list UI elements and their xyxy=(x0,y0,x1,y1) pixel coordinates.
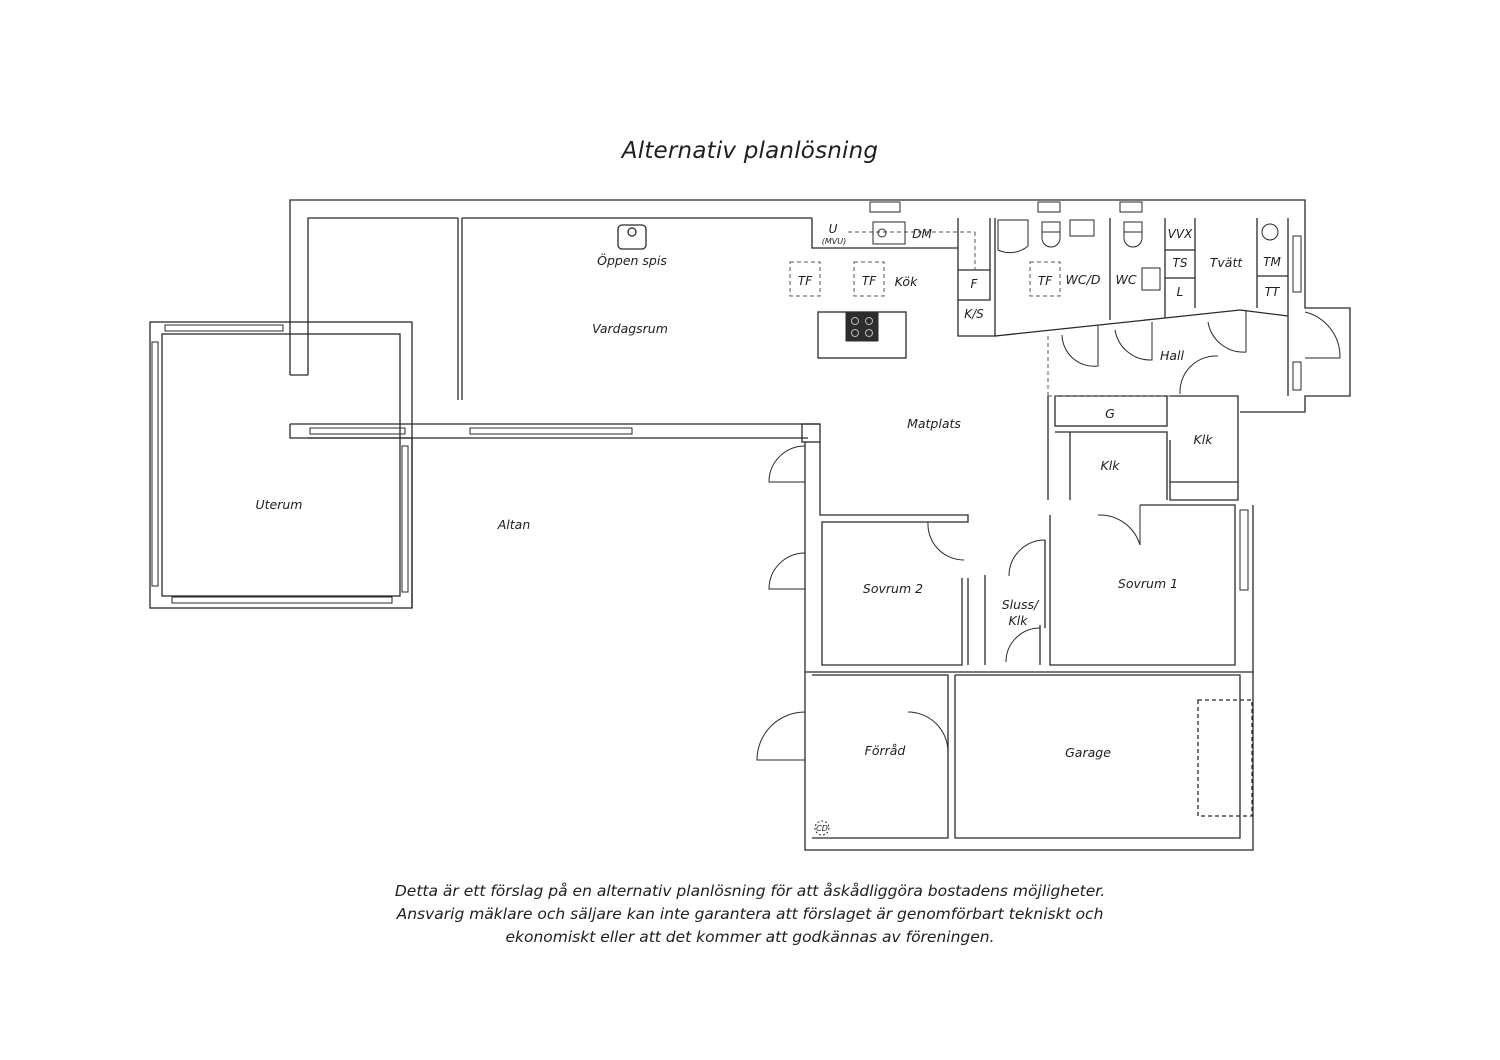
room-label-vardagsrum: Vardagsrum xyxy=(592,321,668,336)
disclaimer: Detta är ett förslag på en alternativ pl… xyxy=(300,880,1200,949)
disclaimer-line-2: Ansvarig mäklare och säljare kan inte ga… xyxy=(396,905,1104,923)
room-label-altan: Altan xyxy=(497,517,531,532)
room-label-matplats: Matplats xyxy=(907,416,961,431)
label-oppen-spis: Öppen spis xyxy=(597,252,667,268)
fixture-cd: CD xyxy=(816,824,828,833)
room-label-uterum: Uterum xyxy=(256,497,303,512)
fixture-ts: TS xyxy=(1173,256,1188,270)
room-label-hall: Hall xyxy=(1160,348,1185,363)
room-label-sovrum2: Sovrum 2 xyxy=(863,581,923,596)
walls xyxy=(149,199,1351,851)
room-label-kok: Kök xyxy=(895,274,918,289)
room-label-garage: Garage xyxy=(1065,745,1111,760)
fixture-mvu: (MVU) xyxy=(822,237,846,246)
windows xyxy=(151,201,1302,604)
fixture-ks: K/S xyxy=(964,307,984,321)
room-label-wc: WC xyxy=(1115,272,1136,287)
fixture-tm: TM xyxy=(1263,255,1281,269)
disclaimer-line-1: Detta är ett förslag på en alternativ pl… xyxy=(394,882,1106,900)
doors xyxy=(756,310,1341,761)
fixture-vvx: VVX xyxy=(1168,227,1193,241)
fixture-tf-bath: TF xyxy=(1038,274,1053,288)
room-label-sluss-2: Klk xyxy=(1009,613,1029,628)
disclaimer-line-3: ekonomiskt eller att det kommer att godk… xyxy=(505,928,995,946)
fixture-tf-kitchen-1: TF xyxy=(798,274,813,288)
fixture-tf-kitchen-2: TF xyxy=(862,274,877,288)
fixture-u: U xyxy=(829,222,838,236)
appliances xyxy=(814,219,1279,836)
room-label-klk-center: Klk xyxy=(1101,458,1121,473)
fixtures-lines xyxy=(789,231,1170,397)
fixture-l: L xyxy=(1177,285,1184,299)
room-label-tvatt: Tvätt xyxy=(1210,255,1244,270)
room-label-sovrum1: Sovrum 1 xyxy=(1118,576,1178,591)
room-label-g: G xyxy=(1105,406,1115,421)
room-label-forrad: Förråd xyxy=(865,743,906,758)
room-label-sluss-1: Sluss/ xyxy=(1002,597,1040,612)
fixture-dm: DM xyxy=(912,227,932,241)
room-label-wc-d: WC/D xyxy=(1066,272,1101,287)
fixture-tt: TT xyxy=(1265,285,1281,299)
room-label-klk-right: Klk xyxy=(1194,432,1214,447)
page-title: Alternativ planlösning xyxy=(621,138,879,164)
fixture-f: F xyxy=(971,277,979,291)
